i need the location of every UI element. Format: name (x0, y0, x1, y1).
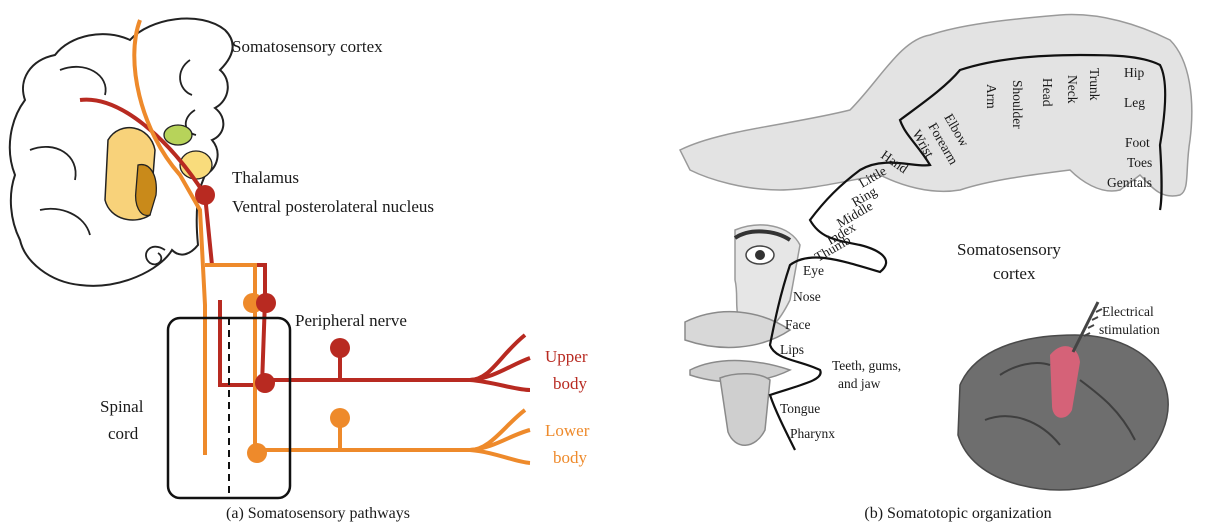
panel-b: Hip Leg Trunk Neck Head Shoulder Arm Elb… (680, 15, 1192, 522)
pupil (755, 250, 765, 260)
lower-ganglion (330, 408, 350, 428)
part-lips: Lips (780, 342, 804, 357)
part-pharynx: Pharynx (790, 426, 835, 441)
panel-a: Somatosensory cortex Thalamus Ventral po… (10, 19, 590, 522)
homunculus-tongue (720, 374, 770, 446)
lower-nerve-branch (470, 450, 530, 463)
label-lower-2: body (553, 448, 588, 467)
homunculus-arm (680, 15, 1192, 196)
label-upper-1: Upper (545, 347, 588, 366)
part-arm: Arm (984, 84, 999, 109)
label-vpl: Ventral posterolateral nucleus (232, 197, 434, 216)
panel-b-title-1: Somatosensory (957, 240, 1061, 259)
upper-nerve-branch (470, 380, 530, 390)
caption-a: (a) Somatosensory pathways (226, 505, 410, 522)
part-toes: Toes (1127, 155, 1152, 170)
part-face: Face (785, 317, 810, 332)
part-eye: Eye (803, 263, 824, 278)
label-stimulation-1: Electrical (1102, 304, 1154, 319)
label-spinal-2: cord (108, 424, 139, 443)
part-trunk: Trunk (1087, 68, 1102, 101)
thalamus-neuron (195, 185, 215, 205)
label-lower-1: Lower (545, 421, 590, 440)
label-spinal-1: Spinal (100, 397, 144, 416)
upper-ganglion (330, 338, 350, 358)
part-foot: Foot (1125, 135, 1150, 150)
caption-b: (b) Somatotopic organization (864, 505, 1051, 522)
part-neck: Neck (1065, 75, 1080, 104)
label-thalamus: Thalamus (232, 168, 299, 187)
part-tongue: Tongue (780, 401, 820, 416)
panel-b-title-2: cortex (993, 264, 1036, 283)
green-nucleus (164, 125, 192, 145)
label-peripheral-nerve: Peripheral nerve (295, 311, 407, 330)
upper-nerve (268, 335, 525, 380)
cuneate-neuron (256, 293, 276, 313)
lower-nerve (260, 410, 525, 450)
label-stimulation-2: stimulation (1099, 322, 1160, 337)
spinal-upper-neuron (255, 373, 275, 393)
part-hip: Hip (1124, 65, 1145, 80)
part-nose: Nose (793, 289, 821, 304)
spinal-lower-neuron (247, 443, 267, 463)
part-genitals: Genitals (1107, 175, 1152, 190)
part-teeth-2: and jaw (838, 376, 881, 391)
label-cortex: Somatosensory cortex (232, 37, 383, 56)
part-shoulder: Shoulder (1010, 80, 1025, 129)
part-leg: Leg (1124, 95, 1145, 110)
part-head: Head (1040, 78, 1055, 107)
part-teeth-1: Teeth, gums, (832, 358, 901, 373)
label-upper-2: body (553, 374, 588, 393)
